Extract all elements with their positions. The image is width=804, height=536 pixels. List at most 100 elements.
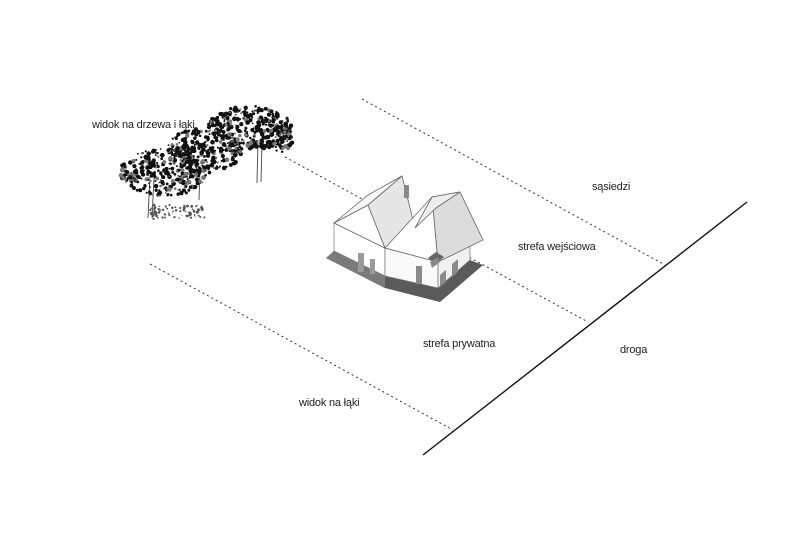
shrub-dot — [200, 209, 203, 211]
shrub-dot — [194, 216, 196, 218]
foliage-dot — [231, 161, 235, 166]
foliage-dot — [219, 128, 223, 131]
foliage-dot — [214, 149, 217, 152]
foliage-dot — [187, 188, 191, 192]
shrub-dot — [191, 208, 194, 211]
foliage-dot — [266, 128, 270, 132]
foliage-dot — [287, 143, 290, 146]
foliage-dot — [259, 129, 263, 134]
foliage-dot — [187, 153, 191, 157]
foliage-dot — [208, 133, 211, 136]
foliage-dot — [184, 191, 188, 195]
shrub-dot — [168, 203, 171, 207]
foliage-dot — [157, 169, 160, 173]
shrub-dot — [155, 212, 158, 215]
foliage-dot — [220, 153, 225, 159]
foliage-dot — [280, 150, 284, 154]
foliage-dot — [229, 106, 233, 111]
foliage-dot — [269, 110, 272, 113]
foliage-dot — [235, 137, 240, 142]
shrub-dot — [153, 205, 156, 207]
foliage-dot — [226, 142, 229, 145]
foliage-dot — [154, 154, 157, 157]
shrub-dot — [203, 216, 206, 219]
shrub-dot — [152, 208, 156, 211]
foliage-dot — [262, 128, 267, 134]
foliage-dot — [214, 138, 219, 143]
foliage-dot — [185, 166, 189, 170]
foliage-dot — [183, 140, 188, 145]
foliage-dot — [178, 141, 181, 144]
foliage-dot — [136, 180, 140, 184]
shrub-dot — [198, 215, 201, 217]
foliage-dot — [218, 140, 223, 144]
foliage-dot — [233, 132, 237, 135]
foliage-dot — [187, 179, 192, 184]
foliage-dot — [242, 139, 245, 142]
foliage-dot — [158, 189, 161, 192]
foliage-dot — [161, 175, 166, 180]
foliage-dot — [179, 178, 182, 181]
foliage-dot — [150, 150, 153, 153]
shrub-dot — [195, 210, 199, 214]
foliage-dot — [135, 188, 139, 192]
roof-right-ridge — [414, 191, 461, 229]
shrub-dot — [193, 214, 196, 217]
foliage-dot — [168, 167, 171, 170]
shrub — [149, 203, 206, 220]
foliage-dot — [223, 116, 226, 120]
foliage-dot — [263, 106, 268, 111]
foliage-dot — [275, 113, 280, 119]
foliage-dot — [201, 164, 204, 167]
foliage-dot — [180, 131, 183, 134]
foliage-dot — [184, 133, 190, 139]
shrub-dot — [175, 207, 177, 209]
foliage-dot — [166, 172, 171, 176]
foliage-dot — [160, 179, 165, 185]
foliage-dot — [234, 124, 237, 127]
foliage-dot — [188, 165, 193, 170]
foliage-dot — [269, 133, 272, 136]
foliage-dot — [135, 158, 138, 161]
foliage-dot — [217, 166, 220, 169]
house-door — [358, 253, 364, 272]
tree-trunk — [147, 174, 151, 219]
foliage-dot — [203, 155, 206, 158]
foliage-dot — [184, 143, 189, 149]
foliage-dot — [220, 139, 224, 142]
foliage-dot — [194, 136, 197, 139]
foliage-dot — [200, 147, 206, 152]
foliage-dot — [271, 139, 275, 143]
foliage-dot — [229, 123, 233, 126]
foliage-dot — [218, 124, 223, 129]
foliage-dot — [245, 143, 250, 148]
shrub-dot — [183, 204, 186, 207]
foliage-dot — [210, 148, 215, 154]
foliage-dot — [200, 142, 206, 148]
foliage-dot — [173, 172, 177, 176]
foliage-dot — [183, 156, 187, 159]
foliage-dot — [193, 127, 198, 132]
foliage-dot — [198, 179, 203, 184]
shrub-dot — [164, 205, 167, 208]
foliage-dot — [173, 160, 176, 163]
foliage-dot — [267, 145, 272, 150]
foliage-dot — [224, 148, 229, 152]
shrub-dot — [171, 206, 174, 209]
foliage-dot — [160, 157, 164, 161]
foliage-dot — [183, 186, 186, 189]
foliage-dot — [274, 135, 277, 139]
foliage-dot — [144, 177, 148, 182]
foliage-dot — [248, 112, 253, 118]
foliage-dot — [248, 141, 253, 146]
foliage-dot — [286, 140, 289, 142]
foliage-dot — [210, 139, 215, 145]
shrub-dot — [187, 211, 190, 214]
foliage-dot — [182, 147, 186, 151]
foliage-dot — [195, 166, 198, 169]
foliage-dot — [168, 156, 173, 161]
foliage-dot — [244, 126, 248, 130]
foliage-dot — [285, 137, 289, 141]
house-window — [370, 259, 375, 274]
shrub-dot — [157, 207, 160, 211]
